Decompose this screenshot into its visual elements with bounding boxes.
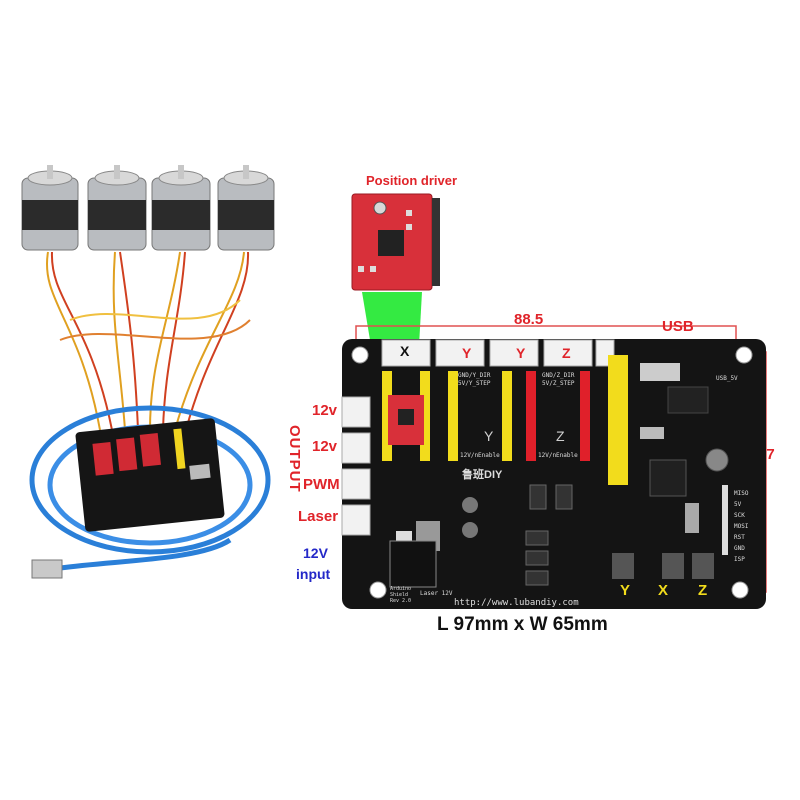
output-12v-1: 12v (312, 402, 338, 419)
width-dimension: 88.5 (514, 311, 544, 328)
position-driver-label: Position driver (366, 173, 458, 188)
kit-photo (21, 165, 275, 579)
board-url: http://www.lubandiy.com (454, 598, 579, 608)
silk-enable-z: 12V/nEnable (538, 452, 578, 459)
input-label-line2: input (296, 566, 331, 582)
output-label: OUTPUT (286, 425, 303, 493)
mcu-chip (649, 459, 687, 497)
pin-label: MOSI (734, 523, 749, 530)
output-laser: Laser (298, 508, 339, 525)
mounting-holes (351, 346, 753, 599)
output-terminals (341, 396, 371, 536)
stepper-motors (21, 165, 275, 251)
pin-label: ISP (734, 556, 745, 563)
axis-label-z: Z (698, 582, 708, 599)
input-label-line1: 12V (303, 545, 328, 561)
silk-enable-y: 12V/nEnable (460, 452, 500, 459)
silk-laser: Laser 12V (420, 590, 453, 597)
pin-label: SCK (734, 512, 745, 519)
cnc-shield-board (341, 339, 766, 609)
connector-label-y2: Y (516, 345, 526, 361)
silk-arduino: Arduino Shield Rev 2.0 (390, 586, 412, 604)
silk-z-step: 5V/Z_STEP (542, 380, 575, 387)
size-caption: L 97mm x W 65mm (437, 614, 608, 635)
pin-label: 5V (734, 501, 742, 508)
motor-connectors (381, 339, 615, 367)
usb-label: USB (662, 318, 694, 335)
brand-logo: 鲁班DIY (462, 469, 503, 481)
power-jack (389, 540, 437, 588)
pin-label: GND (734, 545, 745, 552)
stepper-motor (151, 165, 211, 251)
silk-y-dir: GND/Y_DIR (458, 372, 491, 379)
output-pwm: PWM (303, 476, 340, 493)
kit-board (75, 418, 225, 532)
pin-label: MISO (734, 490, 749, 497)
silk-z-dir: GND/Z_DIR (542, 372, 575, 379)
motor-wires (46, 251, 251, 431)
pin-label: RST (734, 534, 745, 541)
usb-plug (31, 559, 63, 579)
axis-label-y: Y (620, 582, 631, 599)
connector-label-x: X (400, 343, 410, 359)
connector-label-y1: Y (462, 345, 472, 361)
slot-label-z: Z (556, 428, 565, 444)
stepper-motor (217, 165, 275, 251)
silk-usb-5v: USB_5V (716, 375, 738, 382)
connector-label-z: Z (562, 345, 571, 361)
output-12v-2: 12v (312, 438, 338, 455)
silk-y-step: 5V/Y_STEP (458, 380, 491, 387)
driver-module-icon (351, 193, 440, 291)
slot-label-y: Y (484, 428, 494, 444)
stepper-motor (87, 165, 147, 251)
axis-label-x: X (658, 582, 669, 599)
components (416, 363, 729, 586)
usb-port (640, 363, 680, 381)
driver-slots (382, 355, 628, 485)
stepper-motor (21, 165, 79, 251)
